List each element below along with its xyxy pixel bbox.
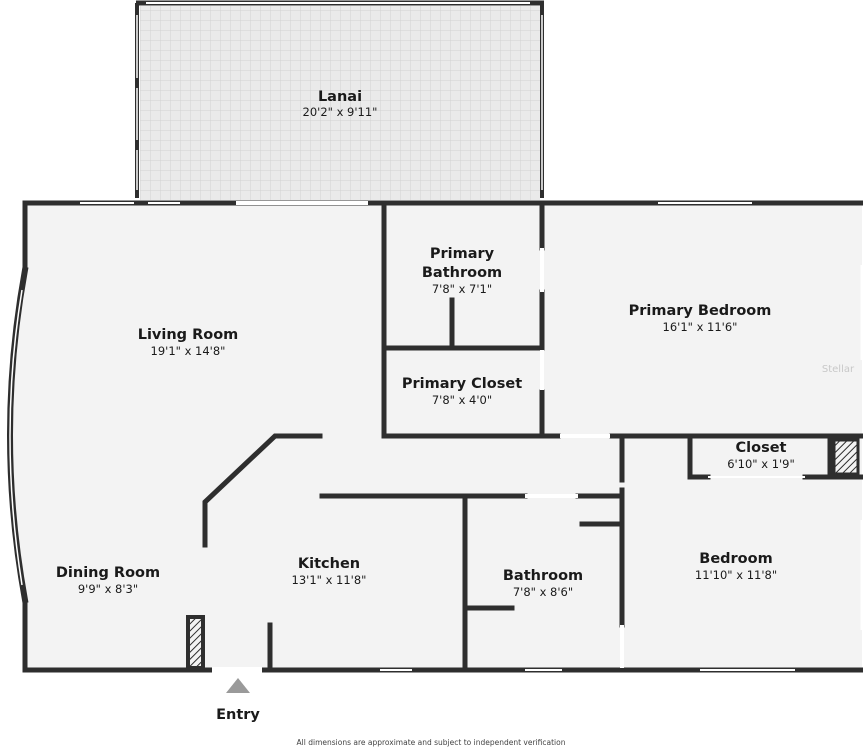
- watermark: Stellar: [822, 364, 855, 375]
- lanai-name: Lanai: [318, 89, 362, 105]
- bedroom-dims: 11'10" x 11'8": [695, 568, 777, 582]
- kitchen-name: Kitchen: [298, 556, 360, 572]
- closet-name: Closet: [736, 440, 787, 456]
- dining-room-dims: 9'9" x 8'3": [78, 582, 138, 596]
- lanai-outline: [135, 0, 544, 198]
- entry-arrow-icon: [226, 678, 250, 693]
- primary-bedroom-name: Primary Bedroom: [629, 303, 772, 319]
- bathroom-dims: 7'8" x 8'6": [513, 585, 573, 599]
- lanai-floor: [140, 6, 540, 200]
- primary-bedroom-dims: 16'1" x 11'6": [663, 320, 738, 334]
- dining-room-name: Dining Room: [56, 565, 160, 581]
- pantry-hatch: [186, 615, 205, 670]
- bathroom-name: Bathroom: [503, 568, 583, 584]
- room-labels: Lanai 20'2" x 9'11" Living Room 19'1" x …: [56, 89, 795, 599]
- primary-closet-dims: 7'8" x 4'0": [432, 393, 492, 407]
- closet-hatch: [832, 438, 860, 476]
- curved-window: [9, 289, 23, 586]
- primary-bathroom-dims: 7'8" x 7'1": [432, 282, 492, 296]
- primary-closet-name: Primary Closet: [402, 376, 522, 392]
- living-room-dims: 19'1" x 14'8": [151, 344, 226, 358]
- lanai-dims: 20'2" x 9'11": [303, 105, 378, 119]
- primary-bathroom-name-2: Bathroom: [422, 265, 502, 281]
- bedroom-name: Bedroom: [699, 551, 772, 567]
- windows: [9, 201, 863, 671]
- footer-disclaimer: All dimensions are approximate and subje…: [297, 738, 566, 747]
- kitchen-dims: 13'1" x 11'8": [292, 573, 367, 587]
- primary-bathroom-name-1: Primary: [430, 246, 495, 262]
- entry-label: Entry: [216, 707, 260, 723]
- living-room-name: Living Room: [138, 327, 239, 343]
- closet-dims: 6'10" x 1'9": [727, 457, 795, 471]
